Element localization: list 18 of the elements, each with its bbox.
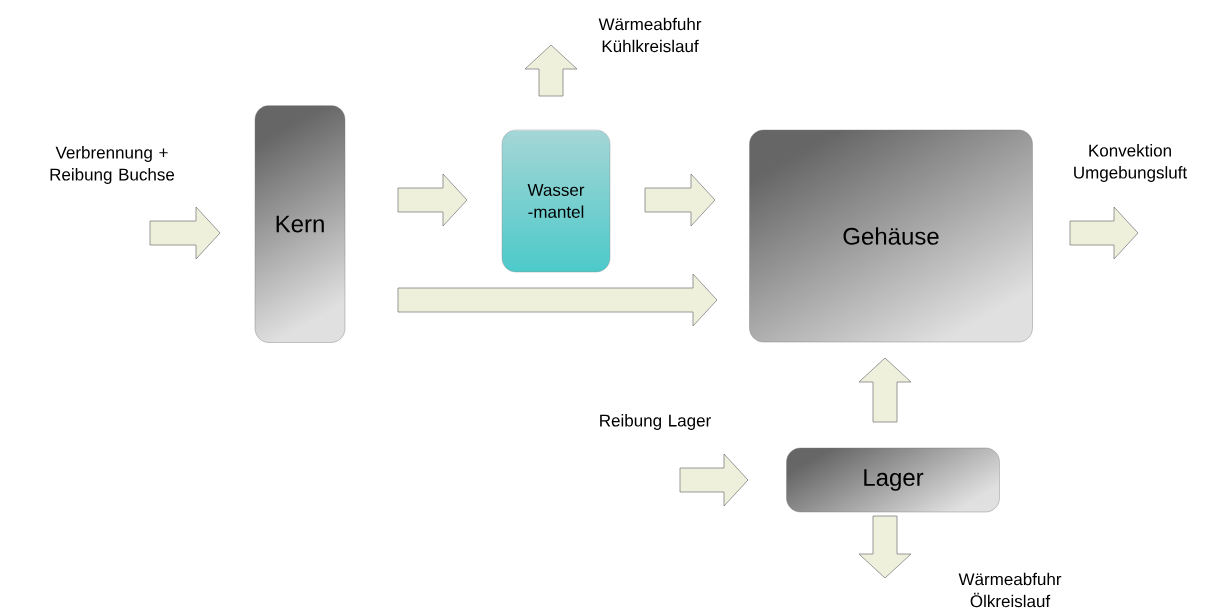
block-arrow bbox=[397, 173, 468, 227]
block-arrow bbox=[858, 357, 912, 423]
block-arrow bbox=[149, 206, 221, 260]
label-text: Reibung Lager bbox=[600, 414, 711, 430]
block-arrow bbox=[397, 273, 718, 327]
block-arrow bbox=[524, 44, 578, 97]
block-arrow bbox=[858, 515, 912, 579]
label-text: Verbrennung + Reibung Buchse bbox=[50, 146, 175, 184]
label-text: Wärmeabfuhr Ölkreislauf bbox=[958, 572, 1062, 608]
process-box: Kern bbox=[254, 105, 346, 343]
process-box: Lager bbox=[786, 447, 1000, 513]
block-arrow bbox=[644, 173, 716, 227]
label-text: Wärmeabfuhr Kühlkreislauf bbox=[598, 17, 702, 53]
block-arrow bbox=[679, 453, 749, 507]
block-arrow bbox=[1069, 206, 1139, 260]
label-text: Konvektion Umgebungsluft bbox=[1074, 144, 1188, 182]
process-box: Gehäuse bbox=[749, 129, 1033, 343]
process-box: Wasser -mantel bbox=[501, 129, 611, 273]
